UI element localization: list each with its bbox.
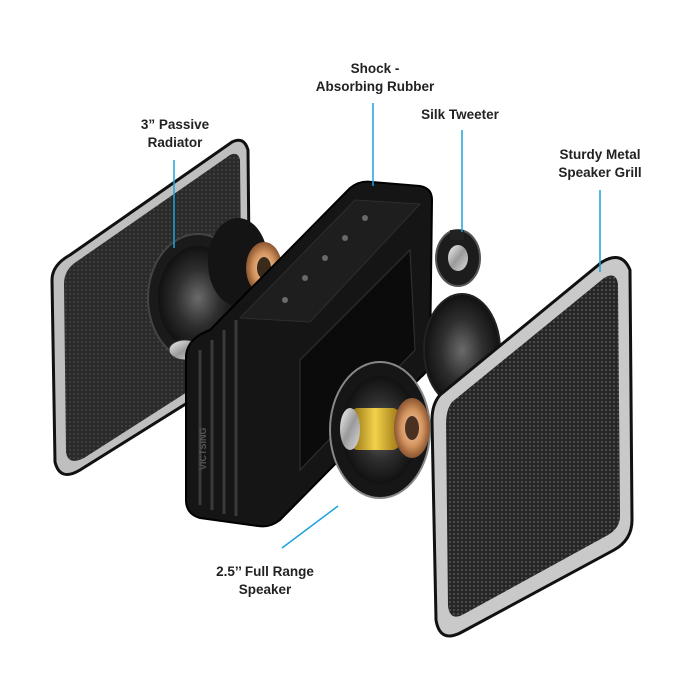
label-line: 3” Passive: [140, 117, 210, 132]
silk-tweeter: [435, 229, 481, 287]
full-range-speaker: [329, 361, 431, 499]
label-silk-tweeter: Silk Tweeter: [400, 106, 520, 124]
label-shock-absorbing-rubber: Shock - Absorbing Rubber: [290, 60, 460, 96]
label-line: Silk Tweeter: [421, 107, 499, 122]
right-grill-panel: [430, 256, 634, 638]
speaker-body: VICTSING: [185, 180, 434, 528]
label-line: 2.5’’ Full Range: [216, 564, 314, 579]
label-line: Absorbing Rubber: [315, 79, 435, 94]
label-line: Shock -: [350, 61, 400, 76]
label-line: Speaker: [238, 582, 292, 597]
label-line: Radiator: [147, 135, 203, 150]
label-full-range-speaker: 2.5’’ Full Range Speaker: [195, 563, 335, 599]
label-sturdy-metal-grill: Sturdy Metal Speaker Grill: [540, 146, 660, 182]
callout-lines: [173, 103, 601, 549]
label-passive-radiator: 3” Passive Radiator: [120, 116, 230, 152]
brand-mark: VICTSING: [198, 427, 208, 470]
body-buttons: [282, 215, 368, 303]
label-line: Speaker Grill: [558, 165, 642, 180]
full-range-leader-line: [281, 505, 339, 549]
label-line: Sturdy Metal: [559, 147, 641, 162]
